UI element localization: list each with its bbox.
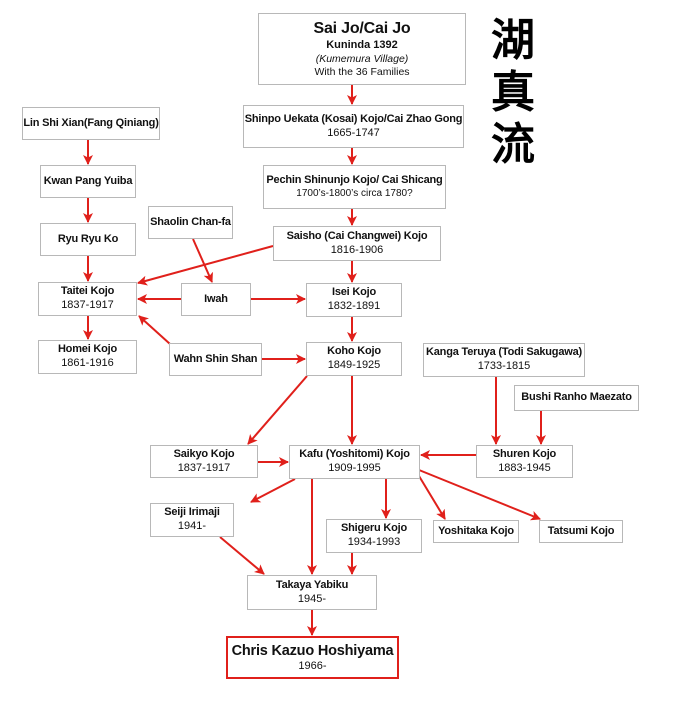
node-dates: 1665-1747 bbox=[327, 126, 380, 139]
arrow-kafu-to-seiji bbox=[250, 478, 296, 503]
node-name: Homei Kojo bbox=[57, 343, 118, 356]
arrow-kafu-to-tatsumi bbox=[418, 469, 541, 521]
node-name: Isei Kojo bbox=[331, 286, 377, 299]
node-dates: 1966- bbox=[298, 659, 327, 672]
node-name: Seiji Irimaji bbox=[164, 506, 220, 519]
kanji-char: 湖 bbox=[491, 15, 535, 66]
node-name: Koho Kojo bbox=[327, 345, 381, 358]
node-bushi-ranho-maezato: Bushi Ranho Maezato bbox=[514, 385, 639, 411]
node-shigeru-kojo: Shigeru Kojo 1934-1993 bbox=[326, 519, 422, 553]
node-dates: 1941- bbox=[177, 520, 207, 532]
kanji-char: 流 bbox=[491, 119, 535, 170]
node-name: Taitei Kojo bbox=[60, 285, 115, 298]
node-name: Shinpo Uekata (Kosai) Kojo/Cai Zhao Gong bbox=[244, 112, 463, 125]
koshin-ryu-calligraphy: 湖 真 流 bbox=[478, 15, 548, 171]
node-chris-kazuo-hoshiyama: Chris Kazuo Hoshiyama 1966- bbox=[226, 636, 399, 679]
node-note: With the 36 Families bbox=[314, 65, 410, 78]
node-saisho: Saisho (Cai Changwei) Kojo 1816-1906 bbox=[273, 226, 441, 261]
node-name: Bushi Ranho Maezato bbox=[521, 391, 632, 404]
node-name: Takaya Yabiku bbox=[275, 578, 349, 591]
node-shaolin-chan-fa: Shaolin Chan-fa bbox=[148, 206, 233, 239]
node-name: Shuren Kojo bbox=[492, 447, 557, 460]
node-yoshitaka-kojo: Yoshitaka Kojo bbox=[433, 520, 519, 543]
node-saikyo-kojo: Saikyo Kojo 1837-1917 bbox=[150, 445, 258, 478]
node-name: Sai Jo/Cai Jo bbox=[313, 20, 411, 37]
node-homei-kojo: Homei Kojo 1861-1916 bbox=[38, 340, 137, 374]
node-name: Kanga Teruya (Todi Sakugawa) bbox=[426, 346, 582, 359]
node-isei-kojo: Isei Kojo 1832-1891 bbox=[306, 283, 402, 317]
node-iwah: Iwah bbox=[181, 283, 251, 316]
node-name: Saisho (Cai Changwei) Kojo bbox=[286, 229, 428, 242]
node-dates: 1837-1917 bbox=[177, 461, 231, 474]
node-lin-shi-xian: Lin Shi Xian(Fang Qiniang) bbox=[22, 107, 160, 140]
node-dates: 1849-1925 bbox=[327, 359, 381, 371]
node-dates: 1945- bbox=[297, 592, 327, 605]
node-dates: 1909-1995 bbox=[328, 462, 381, 474]
arrow-shaolin-to-iwah bbox=[192, 238, 213, 283]
node-shuren-kojo: Shuren Kojo 1883-1945 bbox=[476, 445, 573, 478]
node-seiji-irimaji: Seiji Irimaji 1941- bbox=[150, 503, 234, 537]
node-name: Yoshitaka Kojo bbox=[438, 524, 514, 537]
node-kanga-teruya: Kanga Teruya (Todi Sakugawa) 1733-1815 bbox=[423, 343, 585, 377]
node-name: Lin Shi Xian(Fang Qiniang) bbox=[23, 116, 159, 129]
node-tatsumi-kojo: Tatsumi Kojo bbox=[539, 520, 623, 543]
node-village: (Kumemura Village) bbox=[315, 52, 409, 65]
node-pechin-shinunjo: Pechin Shinunjo Kojo/ Cai Shicang 1700’s… bbox=[263, 165, 446, 209]
node-dates: 1733-1815 bbox=[477, 360, 531, 372]
node-dates: 1700’s-1800’s circa 1780? bbox=[296, 187, 413, 199]
node-name: Tatsumi Kojo bbox=[547, 524, 615, 537]
node-taitei-kojo: Taitei Kojo 1837-1917 bbox=[38, 282, 137, 316]
arrow-wahn-to-taitei bbox=[138, 315, 171, 345]
node-name: Iwah bbox=[204, 292, 228, 305]
arrow-kafu-to-yoshitaka bbox=[418, 475, 446, 520]
node-shinpo-uekata: Shinpo Uekata (Kosai) Kojo/Cai Zhao Gong… bbox=[243, 105, 464, 148]
arrow-seiji-to-takaya bbox=[219, 536, 265, 575]
kanji-char: 真 bbox=[491, 67, 535, 118]
node-sai-jo: Sai Jo/Cai Jo Kuninda 1392 (Kumemura Vil… bbox=[258, 13, 466, 85]
node-name: Shigeru Kojo bbox=[340, 522, 408, 535]
arrow-saisho-to-taitei bbox=[137, 245, 274, 286]
arrow-koho-to-saikyo bbox=[247, 375, 308, 445]
node-name: Ryu Ryu Ko bbox=[57, 232, 119, 245]
node-name: Kafu (Yoshitomi) Kojo bbox=[299, 448, 410, 461]
node-name: Shaolin Chan-fa bbox=[150, 215, 231, 228]
node-name: Saikyo Kojo bbox=[173, 447, 235, 460]
node-dates: 1861-1916 bbox=[61, 357, 114, 369]
node-name: Wahn Shin Shan bbox=[173, 352, 258, 365]
node-dates: 1883-1945 bbox=[498, 461, 551, 474]
node-koho-kojo: Koho Kojo 1849-1925 bbox=[306, 342, 402, 376]
node-dates: 1816-1906 bbox=[330, 243, 384, 256]
node-kafu-kojo: Kafu (Yoshitomi) Kojo 1909-1995 bbox=[289, 445, 420, 479]
node-dates: 1934-1993 bbox=[347, 536, 401, 548]
node-name: Kwan Pang Yuiba bbox=[43, 174, 133, 187]
node-origin: Kuninda 1392 bbox=[326, 39, 398, 51]
node-wahn-shin-shan: Wahn Shin Shan bbox=[169, 343, 262, 376]
node-name: Chris Kazuo Hoshiyama bbox=[231, 642, 394, 659]
node-dates: 1832-1891 bbox=[327, 300, 381, 312]
node-kwan-pang-yuiba: Kwan Pang Yuiba bbox=[40, 165, 136, 198]
node-dates: 1837-1917 bbox=[61, 299, 114, 311]
node-name: Pechin Shinunjo Kojo/ Cai Shicang bbox=[266, 173, 443, 186]
node-ryu-ryu-ko: Ryu Ryu Ko bbox=[40, 223, 136, 256]
node-takaya-yabiku: Takaya Yabiku 1945- bbox=[247, 575, 377, 610]
